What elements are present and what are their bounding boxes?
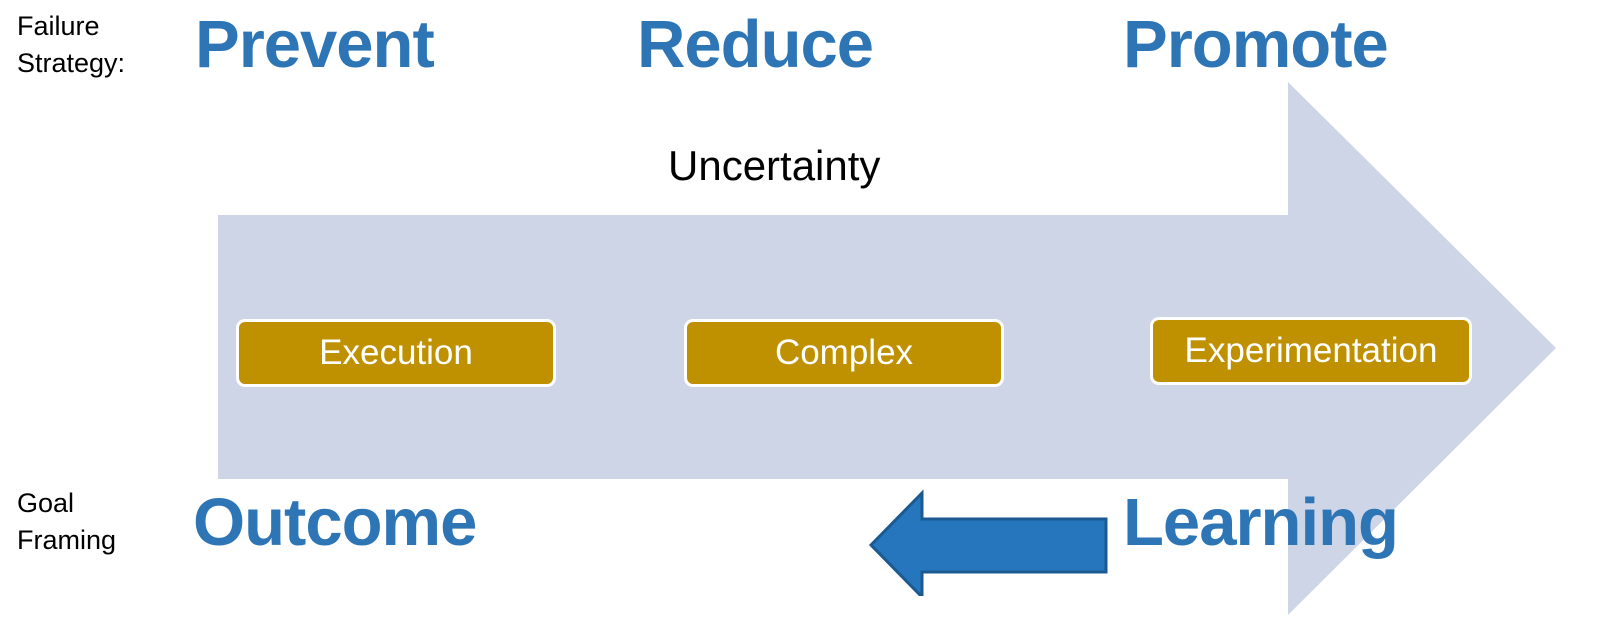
- uncertainty-axis-label: Uncertainty: [668, 142, 881, 189]
- learning-feedback-arrow-shape: [868, 489, 1108, 596]
- failure-strategy-prevent: Prevent: [195, 7, 435, 82]
- stage-box-execution[interactable]: Execution: [236, 319, 556, 387]
- goal-framing-learning: Learning: [1123, 485, 1399, 560]
- stage-box-experimentation[interactable]: Experimentation: [1150, 317, 1472, 385]
- stage-box-complex[interactable]: Complex: [684, 319, 1004, 387]
- goal-framing-row-label: Goal Framing: [17, 488, 117, 555]
- failure-strategy-promote: Promote: [1123, 7, 1389, 82]
- failure-strategy-reduce: Reduce: [637, 7, 874, 82]
- goal-framing-outcome: Outcome: [193, 485, 477, 560]
- failure-strategy-row-label: Failure Strategy:: [17, 11, 126, 78]
- learning-feedback-arrow: [868, 489, 1108, 596]
